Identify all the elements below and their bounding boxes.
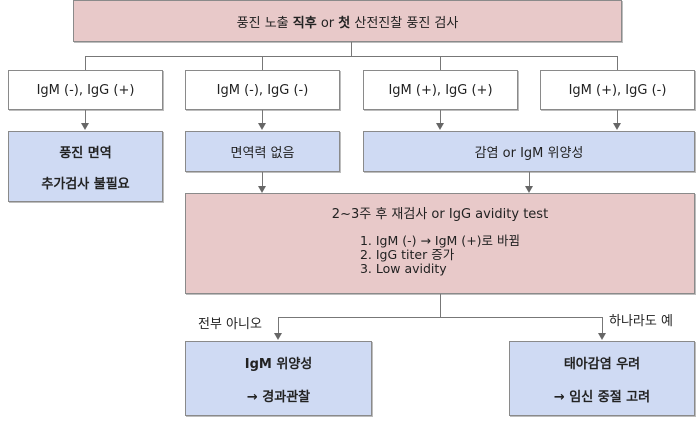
outcome-line1: IgM 위양성 [244,356,313,372]
connector [440,110,441,124]
connector [351,42,352,56]
result-box-igm-neg-igg-neg: IgM (-), IgG (-) [185,70,340,110]
arrow-down-icon [598,333,606,340]
connector [617,110,618,124]
result-box-igm-neg-igg-pos: IgM (-), IgG (+) [8,70,163,110]
result-label: IgM (-), IgG (-) [216,82,309,98]
initial-test-box: 풍진 노출 직후 or 첫 산전진찰 풍진 검사 [73,0,622,42]
connector [602,317,603,334]
arrow-down-icon [274,333,282,340]
outcome-line2: → 임신 중절 고려 [553,389,651,405]
criteria-item: 2. IgG titer 증가 [359,247,455,262]
retest-title: 2~3주 후 재검사 or IgG avidity test [331,207,549,222]
infection-box: 감염 or IgM 위양성 [363,131,695,172]
connector [529,172,530,187]
fetal-infection-box: 태아감염 우려 → 임신 중절 고려 [509,341,695,416]
connector [440,56,441,70]
text-part-bold: 첫 [338,15,351,31]
false-positive-box: IgM 위양성 → 경과관찰 [185,341,372,416]
arrow-down-icon [525,186,533,193]
outcome-line1: 태아감염 우려 [563,356,641,372]
result-label: IgM (+), IgG (-) [568,82,667,98]
connector [262,56,263,70]
arrow-down-icon [258,186,266,193]
result-label: IgM (-), IgG (+) [36,82,135,98]
arrow-down-icon [613,123,621,130]
connector [617,56,618,70]
arrow-down-icon [81,123,89,130]
criteria-list: 1. IgM (-) → IgM (+)로 바뀜 2. IgG titer 증가… [360,234,520,276]
result-label: IgM (+), IgG (+) [388,82,493,98]
criteria-item: 1. IgM (-) → IgM (+)로 바뀜 [359,233,521,248]
text-part: 산전진찰 풍진 검사 [350,15,459,31]
retest-box: 2~3주 후 재검사 or IgG avidity test 1. IgM (-… [185,193,695,294]
initial-test-label: 풍진 노출 직후 or 첫 산전진찰 풍진 검사 [237,12,459,31]
connector [262,110,263,124]
immune-line2: 추가검사 불필요 [41,176,130,192]
branch-no-label: 전부 아니오 [198,317,262,332]
arrow-down-icon [436,123,444,130]
connector [440,294,441,317]
arrow-down-icon [258,123,266,130]
criteria-item: 3. Low avidity [359,261,447,276]
connector [85,110,86,124]
text-part-bold: 직후 [292,15,317,31]
no-immunity-label: 면역력 없음 [230,146,295,161]
no-immunity-box: 면역력 없음 [185,131,340,172]
immune-box: 풍진 면역 추가검사 불필요 [8,131,163,202]
immune-line1: 풍진 면역 [59,145,112,161]
connector [278,317,603,318]
text-part: 풍진 노출 [236,15,293,31]
text-part: or [316,15,339,31]
result-box-igm-pos-igg-neg: IgM (+), IgG (-) [540,70,695,110]
outcome-line2: → 경과관찰 [246,389,311,405]
infection-label: 감염 or IgM 위양성 [474,146,584,161]
connector [85,56,618,57]
branch-yes-label: 하나라도 예 [609,314,673,329]
connector [85,56,86,70]
result-box-igm-pos-igg-pos: IgM (+), IgG (+) [363,70,518,110]
connector [278,317,279,334]
connector [262,172,263,187]
